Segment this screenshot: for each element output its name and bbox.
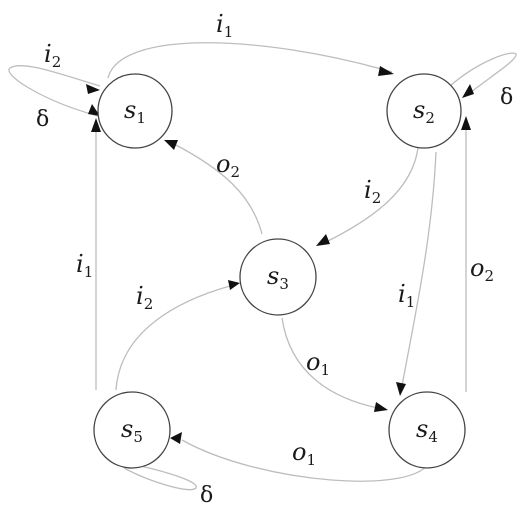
svg-text:s4: s4 [416,415,438,446]
label-s4-s5-o1: o1 [292,438,316,469]
state-s4: s4 [388,391,466,469]
edge-s3-to-s4 [281,317,388,412]
state-s5: s5 [93,391,171,469]
state-s2: s2 [386,73,462,149]
state-s1-label: s [124,96,136,124]
svg-text:s1: s1 [124,96,146,127]
state-s4-subscript: 4 [428,428,438,446]
label-s4-s2-o2: o2 [470,254,494,285]
label-s5-self-delta: δ [200,483,213,506]
edge-s1-to-s2 [107,42,394,79]
svg-text:s5: s5 [121,415,143,446]
label-s1-self-i2: i2 [44,40,61,71]
edge-s4-to-s2 [461,116,471,392]
edge-s4-to-s5 [170,432,431,482]
state-s3: s3 [239,238,317,316]
label-s2-self-delta: δ [500,85,513,110]
svg-text:s3: s3 [267,262,289,293]
label-s5-s3-i2: i2 [136,282,153,313]
edge-s1-self-loop [8,64,101,117]
edge-s2-to-s3 [316,147,419,246]
state-s1-subscript: 1 [136,109,146,127]
label-s2-s4-i1: i1 [398,280,415,311]
state-s4-label: s [416,415,428,443]
state-s5-label: s [121,415,133,443]
svg-text:s2: s2 [413,96,435,127]
label-s3-s4-o1: o1 [306,348,330,379]
label-s1-s2-i1: i1 [216,10,233,41]
state-s2-label: s [413,96,425,124]
state-s5-subscript: 5 [133,428,143,446]
edge-s2-self-loop [449,52,517,98]
state-s3-label: s [267,262,279,290]
edge-s2-to-s4 [396,151,437,396]
state-s3-subscript: 3 [279,275,289,293]
state-s2-subscript: 2 [425,109,435,127]
label-s1-self-delta: δ [36,107,49,132]
label-s5-s1-i1: i1 [76,250,93,281]
label-s3-s1-o2: o2 [216,150,240,181]
edge-s3-to-s1 [164,140,263,235]
label-s2-s3-i2: i2 [364,176,381,207]
state-s1: s1 [97,73,173,149]
edge-s5-to-s3 [115,280,240,391]
edge-s5-to-s1 [91,118,101,390]
